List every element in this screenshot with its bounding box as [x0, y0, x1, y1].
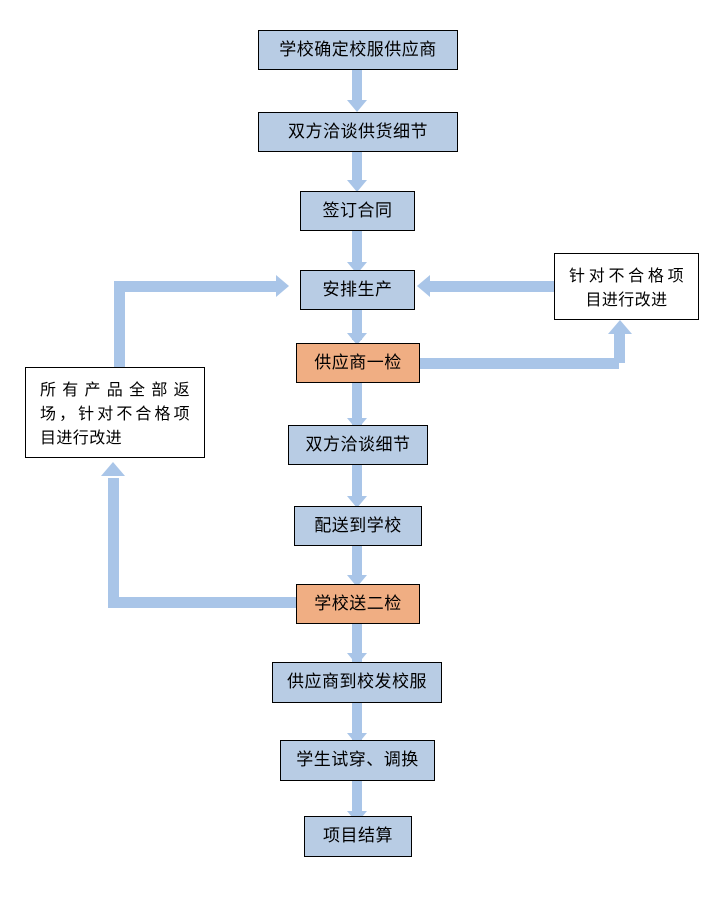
edge-n1-n2-shaft [352, 70, 362, 105]
node-deliver-to-school[interactable]: 配送到学校 [294, 506, 422, 546]
edge-n8-noteleft-horizontal [108, 597, 297, 608]
node-label: 双方洽谈细节 [305, 434, 411, 455]
note-line-2: 目进行改进 [585, 290, 668, 309]
note-line-2: 场，针对不合格项 [40, 404, 190, 423]
node-label: 学生试穿、调换 [296, 750, 419, 771]
node-arrange-production[interactable]: 安排生产 [300, 270, 415, 310]
edge-n5-noteright-arrowhead [608, 320, 632, 334]
note-line-1: 针对不合格项 [569, 266, 684, 285]
node-label: 签订合同 [322, 200, 393, 221]
edge-n4-n5-shaft [352, 310, 362, 340]
edge-n2-n3-shaft [352, 152, 362, 185]
edge-n2-n3-arrowhead [347, 180, 367, 192]
node-school-selects-supplier[interactable]: 学校确定校服供应商 [258, 30, 458, 70]
node-school-second-inspection[interactable]: 学校送二检 [296, 584, 420, 624]
node-label: 学校确定校服供应商 [279, 39, 437, 60]
edge-n5-noteright-horizontal [419, 358, 619, 369]
edge-noteright-n4-arrowhead [417, 275, 430, 297]
node-label: 项目结算 [323, 826, 393, 847]
note-improve-nonconforming-items[interactable]: 针对不合格项 目进行改进 [554, 253, 699, 320]
node-label: 学校送二检 [314, 593, 402, 614]
node-students-try-on-exchange[interactable]: 学生试穿、调换 [280, 740, 435, 781]
node-supplier-distributes-uniforms[interactable]: 供应商到校发校服 [272, 662, 442, 703]
node-negotiate-supply-details[interactable]: 双方洽谈供货细节 [258, 112, 458, 152]
edge-n5-noteright-vertical [614, 333, 625, 363]
edge-n8-noteleft-vertical [108, 478, 119, 604]
edge-noteright-n4-horizontal [430, 281, 555, 292]
edge-noteleft-n4-vertical [114, 281, 125, 368]
edge-n8-noteleft-arrowhead [101, 462, 125, 476]
edge-n9-n10-shaft [352, 703, 362, 740]
node-project-settlement[interactable]: 项目结算 [304, 816, 412, 857]
note-line-1: 所有产品全部返 [40, 380, 190, 399]
edge-noteleft-n4-horizontal [114, 281, 278, 292]
node-label: 配送到学校 [314, 515, 402, 536]
node-label: 双方洽谈供货细节 [288, 121, 428, 142]
edge-n4-n5-arrowhead [347, 333, 367, 345]
node-label: 安排生产 [322, 279, 393, 300]
edge-n7-n8-shaft [352, 546, 362, 580]
edge-noteleft-n4-arrowhead [276, 275, 289, 297]
edge-n6-n7-shaft [352, 465, 362, 501]
edge-n10-n11-shaft [352, 781, 362, 816]
node-negotiate-details[interactable]: 双方洽谈细节 [288, 425, 428, 465]
node-label: 供应商一检 [314, 352, 402, 373]
edge-n8-n9-shaft [352, 624, 362, 662]
note-return-all-products-and-improve[interactable]: 所有产品全部返 场，针对不合格项 目进行改进 [25, 367, 205, 458]
edge-n6-n7-arrowhead [347, 496, 367, 508]
edge-n5-n6-shaft [352, 383, 362, 425]
node-label: 供应商到校发校服 [287, 672, 427, 693]
node-sign-contract[interactable]: 签订合同 [300, 191, 415, 231]
note-line-3: 目进行改进 [40, 428, 123, 447]
edge-n3-n4-shaft [352, 231, 362, 267]
edge-n1-n2-arrowhead [347, 100, 367, 112]
node-supplier-first-inspection[interactable]: 供应商一检 [296, 343, 420, 383]
